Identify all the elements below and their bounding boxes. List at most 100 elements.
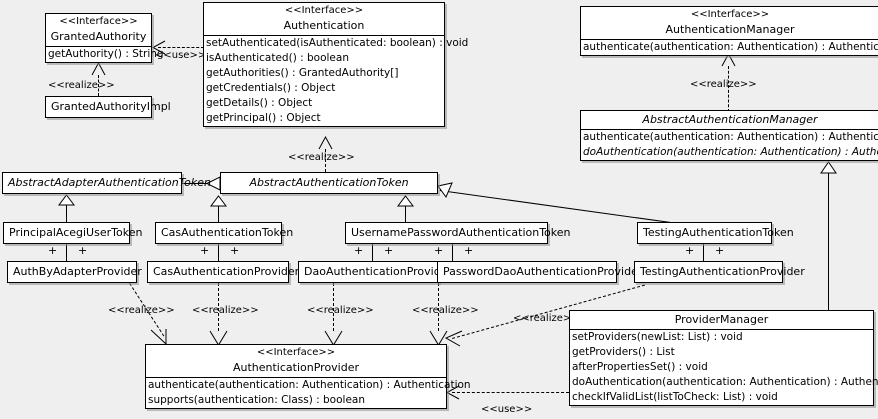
edge-principal-token-auth-by-adapter-provider [66, 244, 67, 262]
stereotype-label-granted-authority: <<Interface>> [59, 16, 138, 27]
edge-label-realize-abstract-authentication-token: <<realize>> [288, 152, 355, 163]
edge-label-realize-auth-by-adapter-provider: <<realize>> [108, 305, 175, 316]
class-name-testing-authentication-token: TestingAuthenticationToken [643, 226, 794, 239]
member-get-details: getDetails() : Object [206, 97, 313, 109]
member-authenticate-abstract-manager: authenticate(authentication: Authenticat… [583, 131, 878, 143]
edge-provider-manager-to-abstract-authentication-manager [828, 172, 829, 310]
edge-cas-token-cas-provider [218, 244, 219, 262]
visibility-marker-principal-token: + [48, 244, 58, 257]
class-name-cas-authentication-provider: CasAuthenticationProvider [153, 265, 300, 278]
edge-username-token-password-dao-provider [452, 244, 453, 262]
member-supports-provider: supports(authentication: Class) : boolea… [148, 394, 365, 406]
member-set-authenticated: setAuthenticated(isAuthenticated: boolea… [206, 37, 469, 49]
arrow-head-realize-testing-provider [444, 330, 463, 347]
class-name-provider-manager: ProviderManager [674, 313, 769, 326]
class-box-abstract-authentication-manager[interactable]: AbstractAuthenticationManager authentica… [580, 110, 878, 161]
class-box-authentication-provider[interactable]: <<Interface>> AuthenticationProvider aut… [145, 344, 471, 409]
class-box-cas-authentication-provider[interactable]: CasAuthenticationProvider [147, 261, 300, 283]
class-name-granted-authority-impl: GrantedAuthorityImpl [51, 100, 171, 113]
visibility-marker-username-token-right: + [434, 244, 444, 257]
class-name-granted-authority: GrantedAuthority [50, 30, 147, 43]
member-authenticate-provider: authenticate(authentication: Authenticat… [148, 379, 471, 391]
class-name-principal-acegi-user-token: PrincipalAcegiUserToken [9, 226, 143, 239]
stereotype-label-authentication-provider: <<Interface>> [256, 347, 336, 358]
class-name-authentication: Authentication [283, 19, 365, 32]
arrow-head-use-authentication-provider [445, 385, 460, 400]
edge-label-realize-password-dao-provider: <<realize>> [412, 305, 479, 316]
triangle-head-abstract-token-username [397, 195, 414, 207]
class-box-password-dao-authentication-provider[interactable]: PasswordDaoAuthenticationProvider [437, 261, 643, 283]
class-box-abstract-authentication-token[interactable]: AbstractAuthenticationToken [220, 172, 438, 194]
class-box-principal-acegi-user-token[interactable]: PrincipalAcegiUserToken [3, 222, 143, 244]
class-box-cas-authentication-token[interactable]: CasAuthenticationToken [155, 222, 294, 244]
visibility-marker-dao-provider: + [384, 244, 394, 257]
visibility-marker-password-dao-provider: + [464, 244, 474, 257]
edge-label-realize-granted-authority-impl: <<realize>> [48, 80, 115, 91]
edge-cas-provider-realize [218, 283, 219, 331]
class-box-authentication-manager[interactable]: <<Interface>> AuthenticationManager auth… [580, 6, 878, 56]
edge-cas-token-to-abstract-token [218, 205, 219, 222]
arrow-head-use-granted-authority [151, 40, 166, 55]
class-name-abstract-authentication-manager: AbstractAuthenticationManager [642, 113, 818, 126]
member-set-providers: setProviders(newList: List) : void [572, 331, 743, 343]
edge-testing-token-testing-provider [703, 244, 704, 262]
class-name-password-dao-authentication-provider: PasswordDaoAuthenticationProvider [443, 265, 643, 278]
stereotype-label-authentication-manager: <<Interface>> [690, 9, 770, 20]
class-box-auth-by-adapter-provider[interactable]: AuthByAdapterProvider [7, 261, 142, 283]
edge-label-use-granted-authority: <<use>> [155, 50, 207, 61]
visibility-marker-cas-provider: + [230, 244, 240, 257]
class-name-dao-authentication-provider: DaoAuthenticationProvider [304, 265, 452, 278]
visibility-marker-cas-token: + [200, 244, 210, 257]
class-box-username-password-authentication-token[interactable]: UsernamePasswordAuthenticationToken [345, 222, 571, 244]
class-box-granted-authority[interactable]: <<Interface>> GrantedAuthority getAuthor… [45, 13, 164, 63]
edge-provider-manager-uses-authentication-provider [452, 392, 569, 393]
arrow-head-realize-authentication [318, 135, 333, 150]
visibility-marker-username-token-left: + [354, 244, 364, 257]
triangle-head-abstract-token-cas [210, 195, 227, 207]
edge-label-realize-abstract-authentication-manager: <<realize>> [690, 79, 757, 90]
visibility-marker-auth-by-adapter-provider: + [78, 244, 88, 257]
edge-username-token-dao-provider [372, 244, 373, 262]
member-do-authentication-abstract-manager: doAuthentication(authentication: Authent… [583, 146, 878, 158]
class-box-abstract-adapter-authentication-token[interactable]: AbstractAdapterAuthenticationToken [2, 172, 211, 194]
member-do-authentication-provider-manager: doAuthentication(authentication: Authent… [572, 376, 878, 388]
class-box-testing-authentication-provider[interactable]: TestingAuthenticationProvider [634, 261, 805, 283]
member-get-principal: getPrincipal() : Object [206, 112, 321, 124]
class-box-provider-manager[interactable]: ProviderManager setProviders(newList: Li… [569, 310, 878, 406]
member-get-credentials: getCredentials() : Object [206, 82, 336, 94]
member-check-if-valid-list: checkIfValidList(listToCheck: List) : vo… [572, 391, 778, 403]
triangle-head-abstract-authentication-token-right [437, 182, 453, 199]
class-name-authentication-manager: AuthenticationManager [665, 23, 795, 36]
class-name-auth-by-adapter-provider: AuthByAdapterProvider [13, 265, 142, 278]
class-name-testing-authentication-provider: TestingAuthenticationProvider [640, 265, 805, 278]
stereotype-label-authentication: <<Interface>> [284, 5, 364, 16]
edge-testing-token-to-abstract-token [439, 190, 693, 227]
class-box-authentication[interactable]: <<Interface>> Authentication setAuthenti… [203, 2, 469, 127]
member-is-authenticated: isAuthenticated() : boolean [206, 52, 349, 64]
edge-label-realize-testing-provider: <<realize>> [513, 313, 580, 324]
edge-granted-authority-impl-realize [98, 75, 99, 96]
class-name-abstract-adapter-authentication-token: AbstractAdapterAuthenticationToken [8, 176, 211, 189]
edge-label-use-provider-manager: <<use>> [481, 404, 533, 415]
triangle-head-adapter-token [58, 194, 75, 206]
triangle-head-abstract-authentication-manager [820, 161, 837, 174]
edge-authentication-uses-granted-authority [158, 47, 204, 48]
member-get-providers: getProviders() : List [572, 346, 675, 358]
member-authenticate-manager: authenticate(authentication: Authenticat… [583, 41, 878, 53]
member-get-authorities: getAuthorities() : GrantedAuthority[] [206, 67, 399, 79]
member-after-properties-set: afterPropertiesSet() : void [572, 361, 708, 373]
class-box-testing-authentication-token[interactable]: TestingAuthenticationToken [637, 222, 794, 244]
edge-label-realize-dao-provider: <<realize>> [307, 305, 374, 316]
class-box-granted-authority-impl[interactable]: GrantedAuthorityImpl [45, 96, 171, 118]
edge-abstract-authentication-token-realize [325, 149, 326, 172]
edge-password-dao-provider-realize [438, 283, 439, 331]
edge-principal-token-to-adapter-token [66, 204, 67, 222]
class-box-dao-authentication-provider[interactable]: DaoAuthenticationProvider [298, 261, 452, 283]
class-name-username-password-authentication-token: UsernamePasswordAuthenticationToken [351, 226, 571, 239]
class-name-cas-authentication-token: CasAuthenticationToken [161, 226, 294, 239]
visibility-marker-testing-token: + [685, 244, 695, 257]
member-get-authority: getAuthority() : String [48, 48, 164, 60]
edge-label-realize-cas-provider: <<realize>> [192, 305, 259, 316]
edge-abstract-authentication-manager-realize [728, 66, 729, 112]
